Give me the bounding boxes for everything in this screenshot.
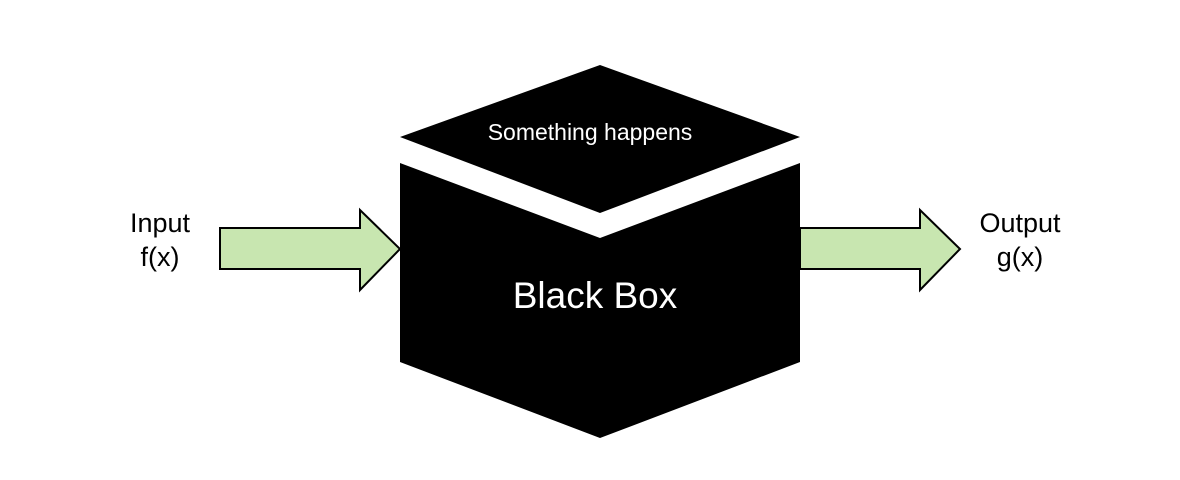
output-function: g(x): [996, 241, 1044, 272]
black-box-body: [400, 163, 800, 438]
box-lid-text: Something happens: [487, 119, 693, 145]
input-title: Input: [129, 208, 191, 238]
input-arrow: [219, 207, 402, 293]
output-label: Output g(x): [960, 207, 1080, 275]
output-arrow: [799, 207, 962, 293]
output-title: Output: [979, 208, 1061, 238]
input-label: Input f(x): [100, 207, 220, 275]
input-function: f(x): [140, 241, 180, 272]
black-box-label: Black Box: [512, 275, 678, 316]
box-lid: [400, 65, 800, 213]
